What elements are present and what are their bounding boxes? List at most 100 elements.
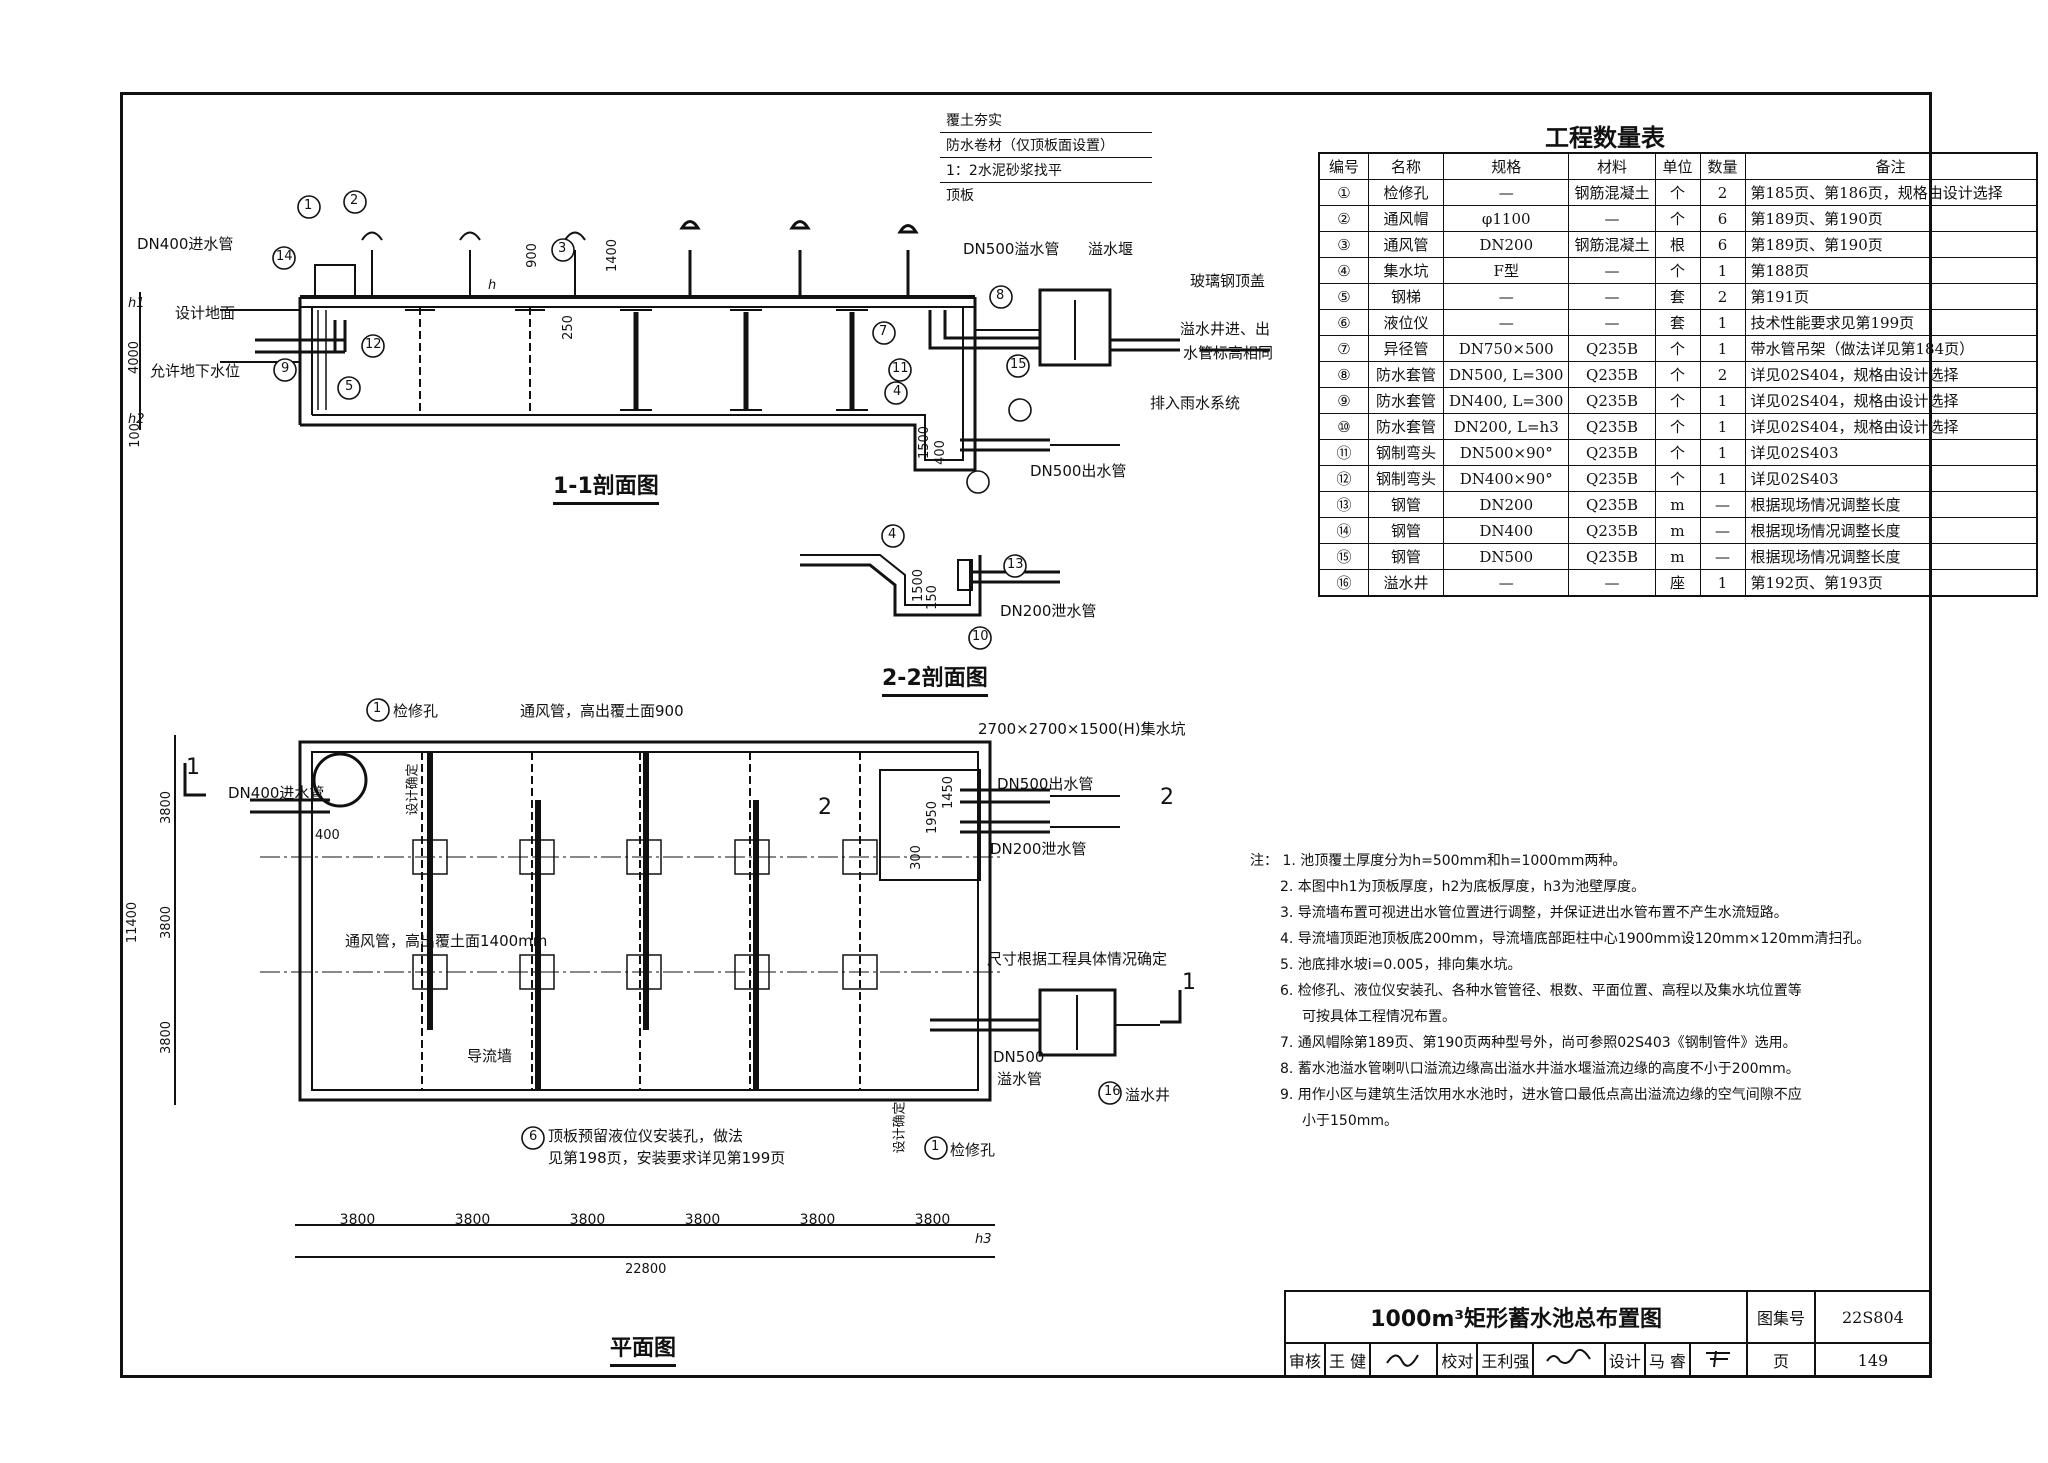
quantity-table-header-row: 编号 名称 规格 材料 单位 数量 备注 [1318, 152, 2037, 180]
note-3: 3. 导流墙布置可视进出水管位置进行调整，并保证进出水管布置不产生水流短路。 [1280, 905, 1788, 921]
table-cell: Q235B [1568, 439, 1656, 466]
table-cell: DN500 [1442, 543, 1570, 570]
table-cell: ⑭ [1318, 517, 1369, 544]
table-cell: 个 [1654, 465, 1701, 492]
section-mark-2-right: 2 [1160, 785, 1174, 810]
notes: 注： 1. 池顶覆土厚度分为h=500mm和h=1000mm两种。 2. 本图中… [1250, 848, 1870, 1134]
table-cell: 1 [1699, 569, 1746, 597]
marker-5: 5 [345, 379, 354, 394]
table-cell: 防水套管 [1368, 413, 1444, 440]
reviewer-name: 王 健 [1324, 1342, 1372, 1378]
note-9: 9. 用作小区与建筑生活饮用水水池时，进水管口最低点高出溢流边缘的空气间隙不应 [1280, 1087, 1802, 1103]
table-cell: DN400, L=300 [1442, 387, 1570, 414]
plan-dim-h-3: 3800 [569, 1212, 606, 1228]
table-cell: — [1442, 283, 1570, 310]
table-cell: 1 [1699, 465, 1746, 492]
marker-2: 2 [350, 193, 359, 208]
table-cell: DN400×90° [1442, 465, 1570, 492]
plan-title: 平面图 [610, 1330, 677, 1367]
table-cell: ⑬ [1318, 491, 1369, 518]
table-cell: 6 [1699, 231, 1746, 258]
table-cell: Q235B [1568, 361, 1656, 388]
table-cell: ⑩ [1318, 413, 1369, 440]
table-cell: 第189页、第190页 [1744, 205, 2037, 232]
table-cell: — [1699, 491, 1746, 518]
table-cell: 1 [1699, 413, 1746, 440]
col-header: 单位 [1654, 152, 1701, 180]
s22-marker-4: 4 [888, 527, 897, 542]
ground-level-label: 设计地面 [175, 304, 236, 322]
note-2: 2. 本图中h1为顶板厚度，h2为底板厚度，h3为池壁厚度。 [1280, 879, 1646, 895]
drawing-frame [120, 92, 1932, 1378]
table-cell: ⑤ [1318, 283, 1369, 310]
table-cell: 防水套管 [1368, 387, 1444, 414]
table-cell: 1 [1699, 335, 1746, 362]
review-label: 审核 [1283, 1342, 1327, 1378]
marker-7: 7 [879, 324, 888, 339]
marker-11: 11 [892, 361, 909, 376]
table-cell: m [1654, 491, 1701, 518]
table-cell: 个 [1654, 439, 1701, 466]
marker-1: 1 [304, 198, 313, 213]
table-cell: 第192页、第193页 [1744, 569, 2037, 597]
marker-9: 9 [281, 361, 290, 376]
checker-signature [1532, 1342, 1606, 1378]
cover-label: 玻璃钢顶盖 [1190, 272, 1266, 290]
table-cell: ④ [1318, 257, 1369, 284]
table-cell: DN500×90° [1442, 439, 1570, 466]
table-cell: — [1568, 569, 1656, 597]
groundwater-label: 允许地下水位 [150, 362, 241, 380]
table-cell: 2 [1699, 361, 1746, 388]
table-cell: 2 [1699, 179, 1746, 206]
col-header: 材料 [1568, 152, 1656, 180]
atlas-label: 图集号 [1746, 1290, 1816, 1344]
overflow-well-label: 溢水井 [1125, 1086, 1171, 1104]
table-cell: — [1568, 205, 1656, 232]
table-cell: 带水管吊架（做法详见第184页） [1744, 335, 2037, 362]
well-note-1: 溢水井进、出 [1180, 320, 1271, 338]
table-cell: — [1699, 543, 1746, 570]
vent-900-label: 通风管，高出覆土面900 [520, 702, 684, 720]
plan-dim-h-5: 3800 [799, 1212, 836, 1228]
layer-2: 防水卷材（仅顶板面设置） [940, 133, 1152, 158]
table-cell: 液位仪 [1368, 309, 1444, 336]
table-cell: 套 [1654, 309, 1701, 336]
marker-15: 15 [1010, 357, 1027, 372]
layer-4: 顶板 [946, 188, 974, 204]
table-cell: 钢管 [1368, 543, 1444, 570]
signature-mark [1546, 1348, 1591, 1364]
table-cell: 根据现场情况调整长度 [1744, 517, 2037, 544]
table-cell: 1 [1699, 309, 1746, 336]
plan-dim-22800: 22800 [625, 1262, 667, 1277]
table-cell: 钢管 [1368, 491, 1444, 518]
table-cell: ⑫ [1318, 465, 1369, 492]
section-2-2-title: 2-2剖面图 [882, 660, 988, 697]
table-cell: 第189页、第190页 [1744, 231, 2037, 258]
dim-h1: h1 [128, 296, 145, 311]
table-cell: 根 [1654, 231, 1701, 258]
designer-signature [1688, 1342, 1749, 1378]
table-cell: 钢管 [1368, 517, 1444, 544]
plan-dim-v-2: 3800 [159, 905, 175, 940]
table-cell: φ1100 [1442, 205, 1570, 232]
table-cell: 详见02S403 [1744, 439, 2037, 466]
table-cell: 第185页、第186页，规格由设计选择 [1744, 179, 2037, 206]
plan-marker-1b: 1 [931, 1139, 940, 1154]
table-cell: 详见02S403 [1744, 465, 2037, 492]
dim-h2: h2 [128, 412, 145, 427]
table-cell: 根据现场情况调整长度 [1744, 543, 2037, 570]
table-cell: F型 [1442, 257, 1570, 284]
note-6-cont: 可按具体工程情况布置。 [1302, 1009, 1456, 1025]
table-cell: Q235B [1568, 517, 1656, 544]
table-cell: 集水坑 [1368, 257, 1444, 284]
